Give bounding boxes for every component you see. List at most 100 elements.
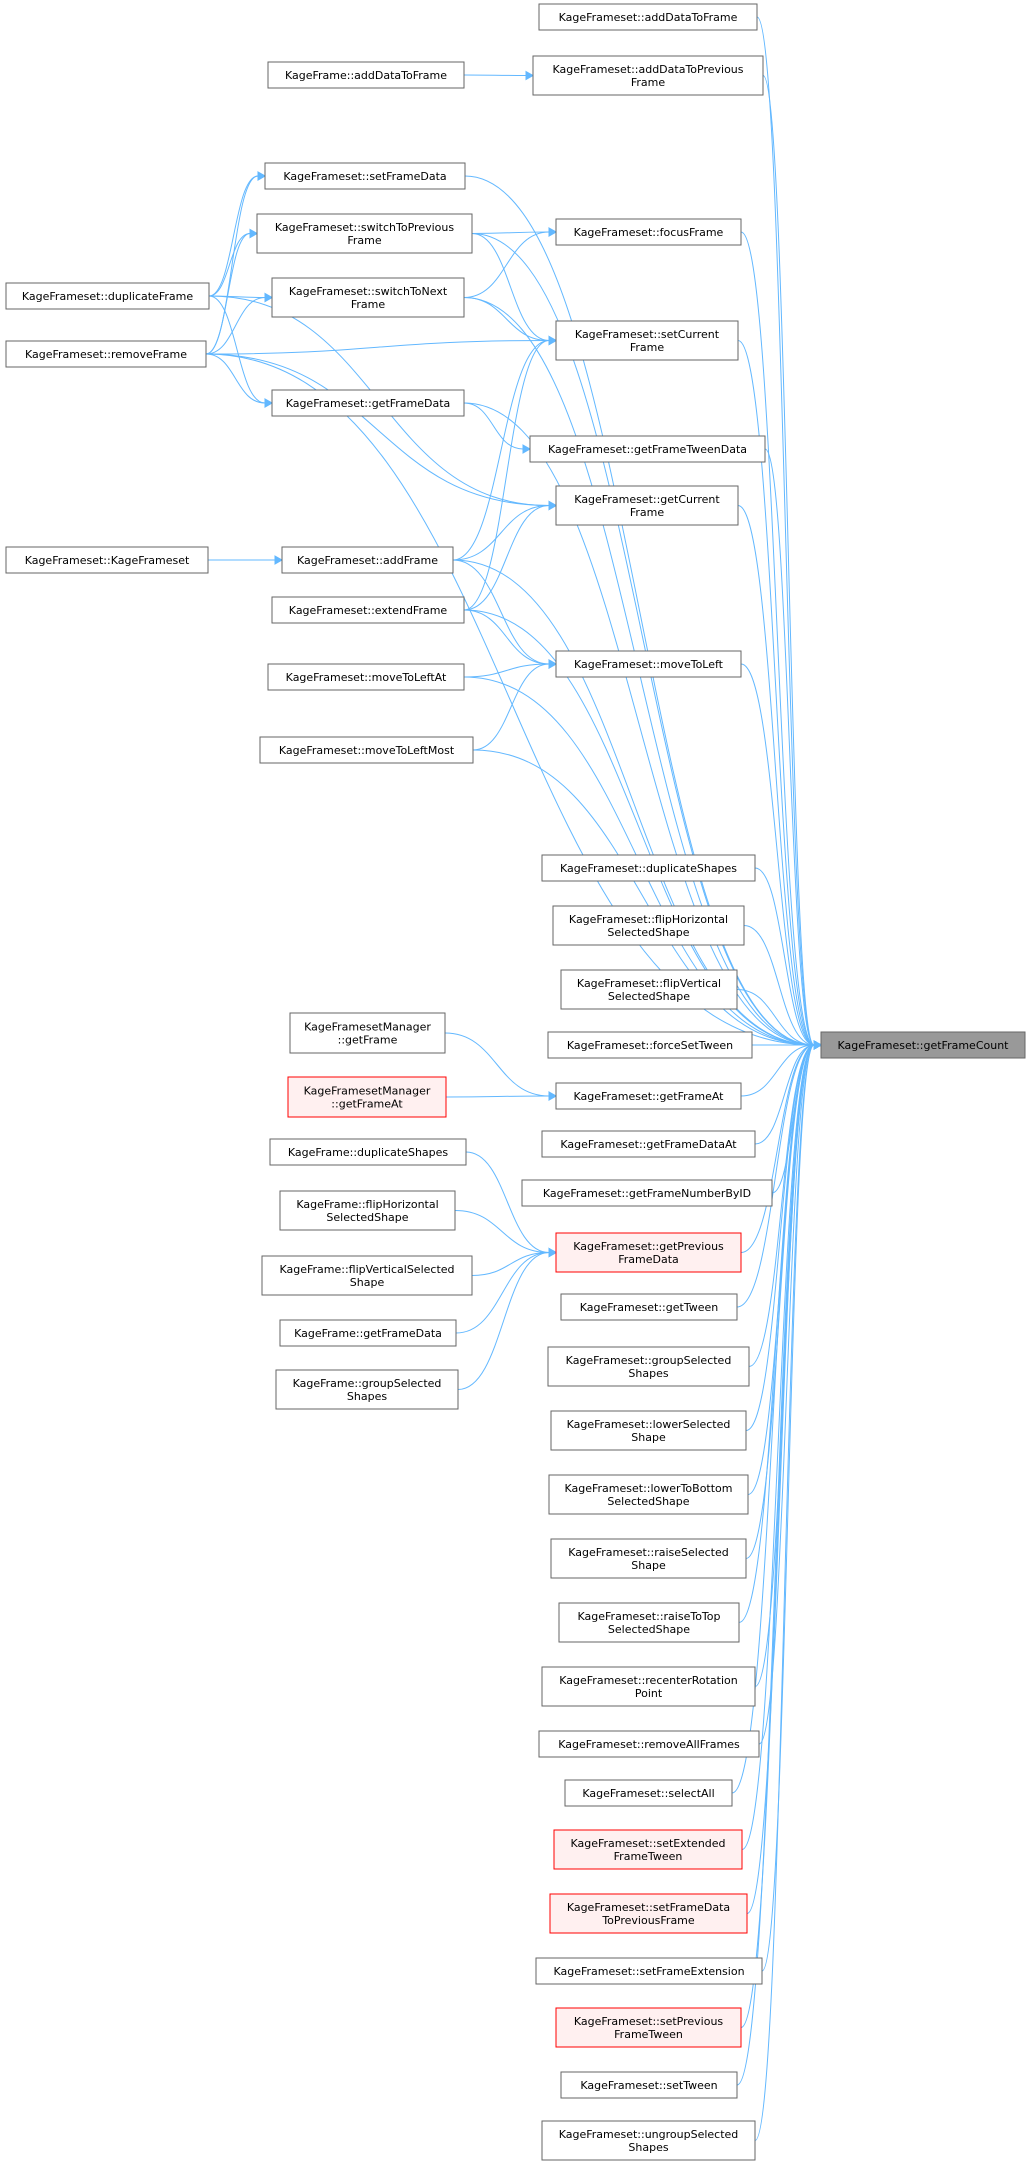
node-fsm-get-frame[interactable]: KageFramesetManager::getFrame xyxy=(289,1012,446,1054)
node-label: KageFrameset::groupSelected xyxy=(566,1354,732,1367)
node-kf-get-frame-data[interactable]: KageFrame::getFrameData xyxy=(279,1319,457,1347)
node-label: KageFrameset::flipVertical xyxy=(577,977,721,990)
node-box xyxy=(541,1130,756,1158)
node-get-frame-at[interactable]: KageFrameset::getFrameAt xyxy=(555,1082,742,1110)
node-move-to-left-at[interactable]: KageFrameset::moveToLeftAt xyxy=(267,663,465,691)
edge-add-frame-to-get-current-frame xyxy=(452,505,550,561)
edges xyxy=(205,16,823,2141)
node-label: KageFrameset::addDataToFrame xyxy=(559,11,738,24)
edge-duplicate-frame-to-get-frame-data xyxy=(208,295,266,404)
node-label: KageFrameset::recenterRotation xyxy=(559,1674,737,1687)
node-duplicate-frame[interactable]: KageFrameset::duplicateFrame xyxy=(5,282,210,310)
node-get-frame-data-at[interactable]: KageFrameset::getFrameDataAt xyxy=(541,1130,756,1158)
node-set-frame-data[interactable]: KageFrameset::setFrameData xyxy=(264,162,466,190)
node-box xyxy=(269,1138,467,1166)
node-move-to-left[interactable]: KageFrameset::moveToLeft xyxy=(555,650,742,678)
node-extend-frame[interactable]: KageFrameset::extendFrame xyxy=(271,596,465,624)
node-force-set-tween[interactable]: KageFrameset::forceSetTween xyxy=(547,1031,753,1059)
node-add-frame[interactable]: KageFrameset::addFrame xyxy=(281,546,454,574)
node-box xyxy=(560,2071,738,2099)
node-box xyxy=(555,2007,742,2048)
node-label: KageFrameset::getFrameDataAt xyxy=(560,1138,737,1151)
node-get-tween[interactable]: KageFrameset::getTween xyxy=(560,1293,738,1321)
edge-kf-group-selected-to-get-prev-frame-data xyxy=(457,1252,550,1390)
node-label: SelectedShape xyxy=(607,1495,689,1508)
node-flip-horizontal[interactable]: KageFrameset::flipHorizontalSelectedShap… xyxy=(552,905,745,946)
node-label: ::getFrame xyxy=(338,1034,398,1047)
node-label: Frame xyxy=(631,76,666,89)
node-label: KageFrameset::flipHorizontal xyxy=(569,913,728,926)
edge-add-frame-to-target xyxy=(452,559,815,1046)
node-label: KageFrameset::getCurrent xyxy=(574,493,720,506)
node-set-frame-extension[interactable]: KageFrameset::setFrameExtension xyxy=(535,1957,763,1985)
node-get-frame-data[interactable]: KageFrameset::getFrameData xyxy=(271,389,465,417)
node-kf-duplicate-shapes[interactable]: KageFrame::duplicateShapes xyxy=(269,1138,467,1166)
node-remove-frame[interactable]: KageFrameset::removeFrame xyxy=(5,340,207,368)
edge-remove-all-frames-to-target xyxy=(758,1044,815,1745)
node-ctor[interactable]: KageFrameset::KageFrameset xyxy=(5,546,209,574)
node-set-frame-data-to-prev[interactable]: KageFrameset::setFrameDataToPreviousFram… xyxy=(549,1893,748,1934)
target-node[interactable]: KageFrameset::getFrameCount xyxy=(820,1031,1026,1059)
edge-move-to-left-to-target xyxy=(740,663,815,1046)
node-label: SelectedShape xyxy=(326,1211,408,1224)
edge-remove-frame-to-switch-to-next-frame xyxy=(205,297,266,355)
node-get-frame-tween-data[interactable]: KageFrameset::getFrameTweenData xyxy=(529,435,766,463)
node-label: KageFrameset::duplicateFrame xyxy=(22,290,193,303)
node-label: KageFrame::duplicateShapes xyxy=(288,1146,449,1159)
edge-kf-duplicate-shapes-to-get-prev-frame-data xyxy=(465,1151,550,1253)
node-fsm-get-frame-at[interactable]: KageFramesetManager::getFrameAt xyxy=(287,1076,447,1118)
edge-remove-frame-to-get-current-frame xyxy=(205,353,550,506)
node-label: KageFrameset::extendFrame xyxy=(289,604,448,617)
node-box xyxy=(547,1031,753,1059)
node-get-frame-number-by-id[interactable]: KageFrameset::getFrameNumberByID xyxy=(521,1179,773,1207)
arrowhead xyxy=(264,398,274,408)
edge-switch-to-next-frame-to-set-current-frame xyxy=(463,297,550,341)
node-select-all[interactable]: KageFrameset::selectAll xyxy=(564,1779,733,1807)
node-box xyxy=(555,320,739,361)
node-box xyxy=(271,596,465,624)
edge-set-tween-to-target xyxy=(736,1044,815,2086)
edge-fsm-get-frame-to-get-frame-at xyxy=(444,1032,550,1097)
node-box xyxy=(5,282,210,310)
edge-switch-to-next-frame-to-focus-frame xyxy=(463,231,550,298)
node-add-data-to-frame[interactable]: KageFrameset::addDataToFrame xyxy=(538,3,758,31)
node-label: SelectedShape xyxy=(607,926,689,939)
node-label: ::getFrameAt xyxy=(331,1098,403,1111)
node-box xyxy=(279,1190,456,1231)
edge-kf-flip-horizontal-to-get-prev-frame-data xyxy=(454,1210,550,1253)
arrowhead xyxy=(548,335,558,346)
node-box xyxy=(529,435,766,463)
node-box xyxy=(555,1082,742,1110)
node-focus-frame[interactable]: KageFrameset::focusFrame xyxy=(555,218,742,246)
node-kf-add-data-to-frame[interactable]: KageFrame::addDataToFrame xyxy=(267,61,465,89)
node-remove-all-frames[interactable]: KageFrameset::removeAllFrames xyxy=(538,1730,760,1758)
node-label: KageFrame::flipVerticalSelected xyxy=(279,1263,454,1276)
node-box xyxy=(275,1369,459,1410)
arrowhead xyxy=(548,500,558,511)
node-move-to-left-most[interactable]: KageFrameset::moveToLeftMost xyxy=(259,736,474,764)
edge-set-frame-extension-to-target xyxy=(761,1044,815,1972)
node-duplicate-shapes[interactable]: KageFrameset::duplicateShapes xyxy=(541,854,756,882)
node-label: Point xyxy=(635,1687,663,1700)
edge-kf-add-data-to-frame-to-add-data-to-prev-frame xyxy=(463,74,527,76)
node-set-tween[interactable]: KageFrameset::setTween xyxy=(560,2071,738,2099)
